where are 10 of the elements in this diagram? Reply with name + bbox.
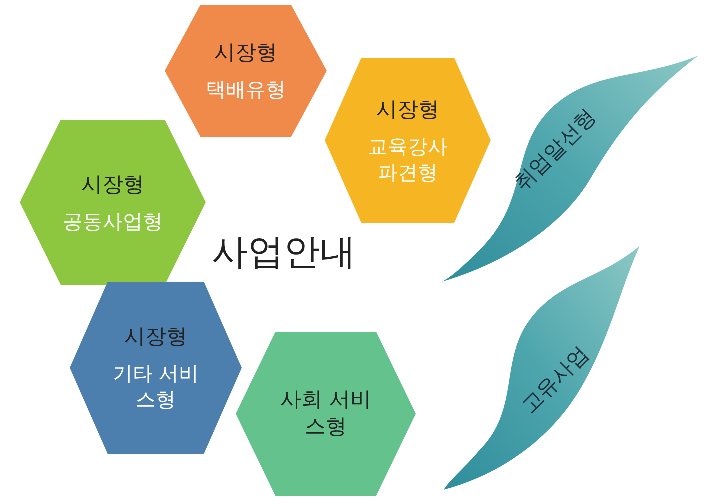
body-text: 택배유형 [205,76,287,103]
body-text: 기타 서비스형 [112,360,200,413]
heading-text: 시장형 [214,39,278,66]
heading-text: 시장형 [80,170,146,198]
body-text: 교육강사 파견형 [367,133,449,186]
heading-text: 시장형 [124,323,188,350]
heading-text: 시장형 [376,96,440,123]
body-text: 사회 서비스형 [280,386,372,441]
center-title: 사업안내 [212,231,356,275]
body-text: 공동사업형 [62,208,164,234]
